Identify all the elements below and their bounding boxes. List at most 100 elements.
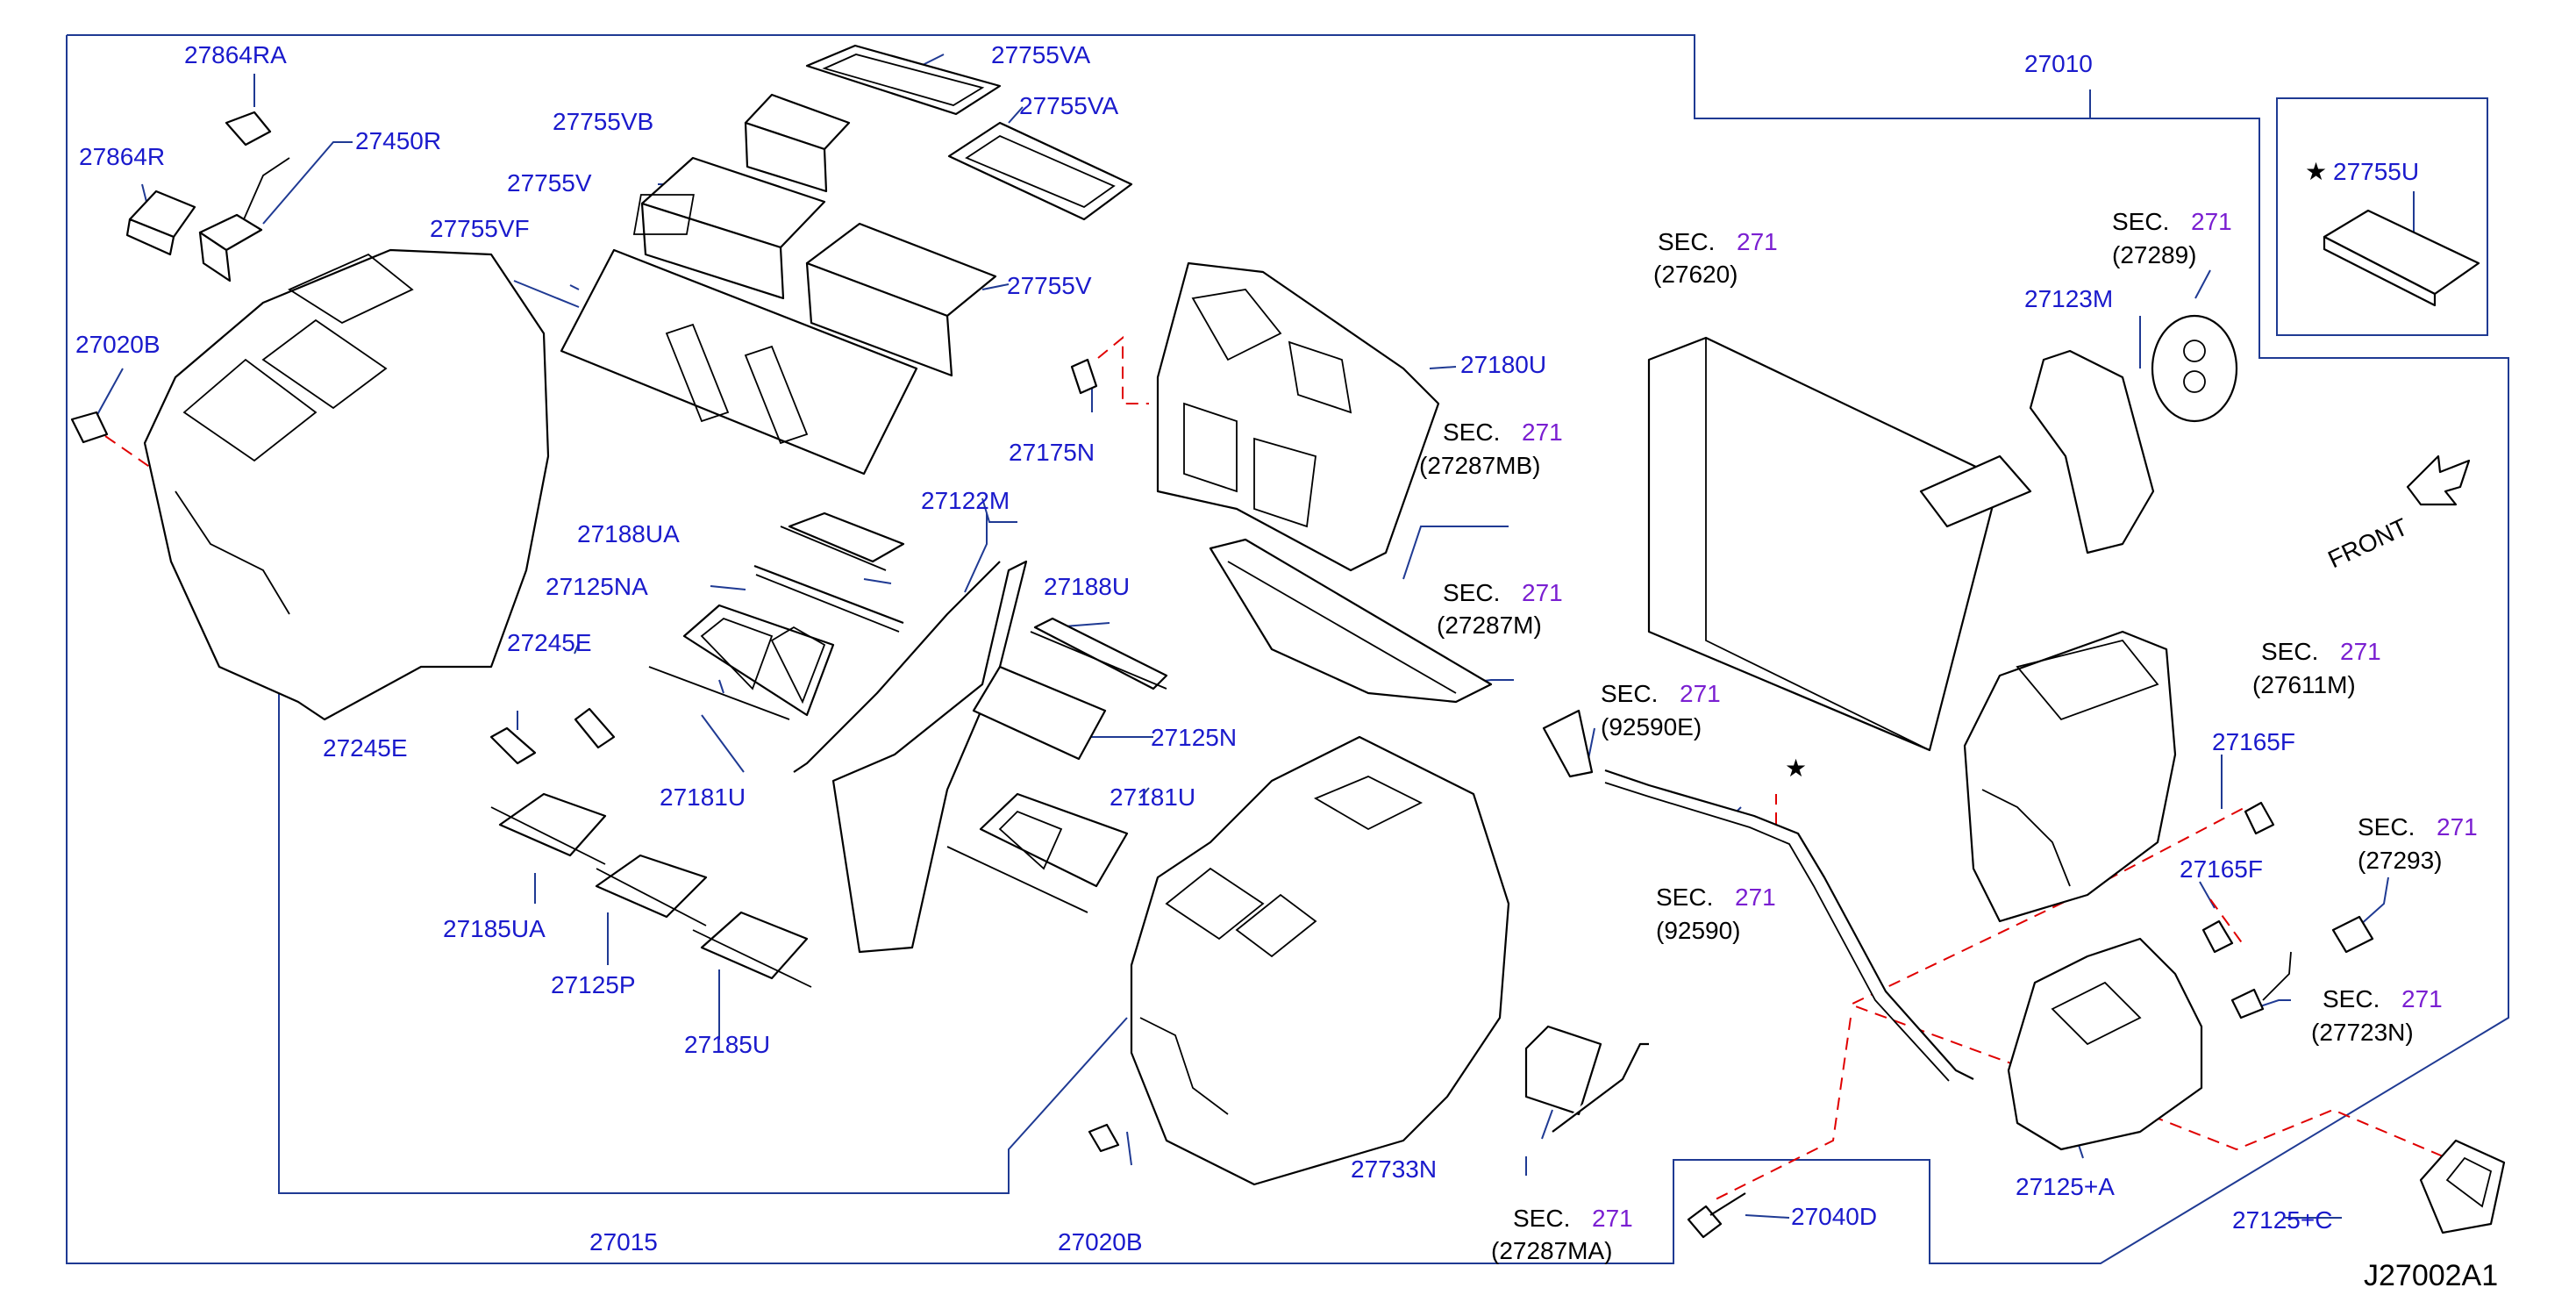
door-27125n (972, 665, 1107, 761)
svg-text:(27289): (27289) (2112, 241, 2197, 268)
screw-27165f-2 (2201, 919, 2234, 954)
label-27165f-2: 27165F (2180, 855, 2263, 883)
label-27185u: 27185U (684, 1031, 770, 1058)
sec-ref-27611m: SEC. 271 (27611M) (2252, 638, 2381, 698)
clip-27245e-1 (574, 707, 616, 749)
door-frame-27181u-1 (648, 604, 835, 720)
svg-text:SEC.: SEC. (2112, 208, 2169, 235)
svg-text:271: 271 (1735, 884, 1776, 911)
front-label: FRONT (2323, 513, 2412, 574)
svg-text:271: 271 (2340, 638, 2381, 665)
svg-text:271: 271 (1737, 228, 1778, 255)
label-27010: 27010 (2024, 50, 2093, 77)
svg-text:SEC.: SEC. (1658, 228, 1715, 255)
motor-27733n (1524, 1025, 1602, 1116)
svg-text:SEC.: SEC. (2323, 985, 2380, 1012)
door-27125p (595, 854, 708, 926)
section-references: SEC. 271 (27620) SEC. 271 (27289) SEC. 2… (1419, 208, 2478, 1264)
label-27755vb: 27755VB (553, 108, 653, 135)
door-27185ua (490, 792, 607, 865)
nut-27175n (1070, 358, 1098, 395)
label-27755u: 27755U (2333, 158, 2419, 185)
star-marker-27755u: ★ (2305, 158, 2327, 185)
clip-27245e-2 (489, 726, 537, 765)
label-27755v-1: 27755V (507, 169, 592, 197)
label-27122m: 27122M (921, 487, 1010, 514)
duct-27287m (1209, 538, 1493, 704)
label-27015: 27015 (589, 1228, 658, 1256)
leader-lines (94, 54, 2415, 1219)
svg-text:271: 271 (1522, 418, 1563, 446)
label-27181u-1: 27181U (660, 783, 746, 811)
resistor-27864r (125, 190, 196, 256)
svg-text:(92590): (92590) (1656, 917, 1741, 944)
pipe-92590 (1604, 769, 1974, 1082)
svg-text:271: 271 (1592, 1205, 1633, 1232)
rod-27287ma (1552, 1042, 1649, 1133)
label-27123m: 27123M (2024, 285, 2113, 312)
label-27125p: 27125P (551, 971, 636, 998)
label-27185ua: 27185UA (443, 915, 546, 942)
svg-text:(27723N): (27723N) (2311, 1019, 2414, 1046)
label-27125na: 27125NA (546, 573, 648, 600)
sensor-27723n (2230, 951, 2292, 1019)
clip-27020b-left (70, 411, 109, 444)
case-27125a (2007, 937, 2203, 1151)
star-marker-pipe: ★ (1785, 755, 1807, 782)
svg-text:(27611M): (27611M) (2252, 671, 2356, 698)
filter-frame-27755vf (560, 248, 918, 476)
left-case-27015 (143, 248, 550, 721)
door-27188ua (780, 512, 905, 571)
bracket-27123m (2029, 349, 2155, 554)
label-27188ua: 27188UA (577, 520, 680, 547)
sec-ref-27620: SEC. 271 (27620) (1653, 228, 1778, 288)
door-link-27122m (793, 560, 1028, 954)
screw-27165f-1 (2244, 801, 2275, 835)
sec-ref-92590: SEC. 271 (92590) (1656, 884, 1776, 944)
sec-ref-27723n: SEC. 271 (27723N) (2311, 985, 2443, 1046)
label-27181u-2: 27181U (1110, 783, 1195, 811)
svg-text:SEC.: SEC. (1601, 680, 1658, 707)
label-27245e-2: 27245E (323, 734, 408, 762)
part-labels: 27864RA 27864R 27450R 27755VB 27755VA 27… (75, 41, 2419, 1256)
svg-text:(27293): (27293) (2358, 847, 2443, 874)
svg-text:271: 271 (1680, 680, 1721, 707)
label-27755v-2: 27755V (1007, 272, 1092, 299)
filter-27755u (2323, 209, 2480, 307)
grille-27125c (2419, 1139, 2506, 1234)
svg-text:(27287M): (27287M) (1437, 612, 1542, 639)
shaft-27188u (1030, 617, 1168, 690)
label-27125n: 27125N (1151, 724, 1237, 751)
sec-ref-92590e: SEC. 271 (92590E) (1601, 680, 1721, 740)
svg-text:271: 271 (2401, 985, 2443, 1012)
blower-housing-27180u (1156, 261, 1440, 572)
svg-text:SEC.: SEC. (1443, 418, 1500, 446)
label-27125c: 27125+C (2232, 1206, 2332, 1234)
shaft-27125na (753, 564, 904, 633)
sec-ref-27287mb: SEC. 271 (27287MB) (1419, 418, 1563, 479)
main-assembly-frame (66, 34, 2509, 1264)
filter-27755vb (744, 93, 851, 193)
sensor-27293 (2331, 915, 2374, 954)
svg-text:271: 271 (2437, 813, 2478, 841)
heater-unit-subframe (278, 693, 1128, 1194)
seal-27289 (2151, 314, 2238, 423)
filter-frame-27755v-2 (805, 222, 997, 377)
label-27864ra: 27864RA (184, 41, 287, 68)
label-27020b-bottom: 27020B (1058, 1228, 1143, 1256)
svg-text:SEC.: SEC. (2261, 638, 2318, 665)
door-frame-27181u-2 (946, 792, 1129, 913)
svg-text:(27620): (27620) (1653, 261, 1738, 288)
heater-unit-27015 (1130, 735, 1510, 1186)
filter-inset-frame (2276, 97, 2488, 336)
label-27020b-left: 27020B (75, 331, 161, 358)
front-arrow-icon (2406, 454, 2471, 506)
diagram-id: J27002A1 (2364, 1259, 2498, 1292)
bolt-27040d (1687, 1192, 1746, 1239)
sec-ref-27287m: SEC. 271 (27287M) (1437, 579, 1563, 639)
svg-text:(92590E): (92590E) (1601, 713, 1702, 740)
svg-text:SEC.: SEC. (1656, 884, 1713, 911)
svg-text:(27287MB): (27287MB) (1419, 452, 1541, 479)
label-27755va-top: 27755VA (991, 41, 1090, 68)
